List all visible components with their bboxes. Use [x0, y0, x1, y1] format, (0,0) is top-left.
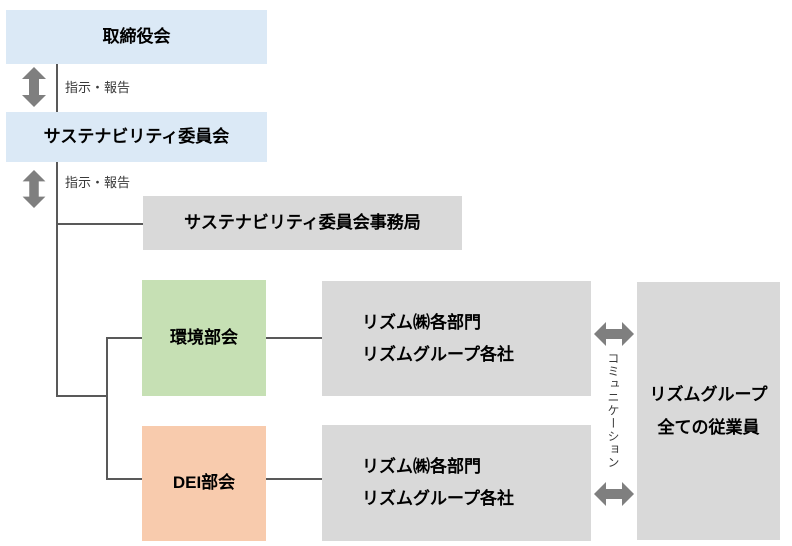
instruction-report-label-top: 指示・報告 [65, 80, 131, 95]
group-departments-top-line2: リズムグループ各社 [362, 344, 514, 364]
all-employees-line1: リズムグループ [649, 385, 768, 404]
secretariat-box: サステナビリティ委員会事務局 [143, 196, 462, 250]
group-departments-bottom-line2: リズムグループ各社 [362, 489, 514, 508]
all-employees-line2: 全ての従業員 [657, 418, 760, 437]
connector-environment-to-group [266, 337, 322, 339]
sustainability-committee-label: サステナビリティ委員会 [43, 126, 230, 146]
environment-subcommittee-box: 環境部会 [142, 280, 266, 396]
connector-bracket-vertical [106, 337, 108, 480]
all-employees-box: リズムグループ 全ての従業員 [637, 282, 780, 540]
group-departments-bottom-line1: リズム㈱各部門 [362, 457, 481, 476]
connector-to-dei [106, 478, 142, 480]
connector-trunk-to-bracket [56, 395, 108, 397]
board-of-directors-box: 取締役会 [6, 10, 267, 64]
connector-to-secretariat [56, 223, 143, 225]
instruction-report-label-bottom: 指示・報告 [65, 175, 131, 190]
group-departments-top-box: リズム㈱各部門 リズムグループ各社 [322, 281, 591, 396]
group-departments-top-line1: リズム㈱各部門 [362, 312, 481, 332]
updown-arrow-icon [22, 170, 46, 208]
connector-dei-to-group [266, 478, 322, 480]
connector-board-to-committee [56, 64, 58, 112]
connector-committee-trunk [56, 162, 58, 397]
updown-arrow-icon [22, 67, 46, 107]
communication-label: コミュニケーション [606, 352, 620, 469]
environment-subcommittee-label: 環境部会 [170, 327, 238, 347]
group-departments-bottom-box: リズム㈱各部門 リズムグループ各社 [322, 425, 591, 541]
board-of-directors-label: 取締役会 [102, 26, 171, 46]
secretariat-label: サステナビリティ委員会事務局 [184, 212, 421, 232]
connector-to-environment [106, 337, 142, 339]
dei-subcommittee-box: DEI部会 [142, 426, 266, 541]
leftright-arrow-icon [594, 482, 634, 506]
leftright-arrow-icon [594, 322, 634, 346]
dei-subcommittee-label: DEI部会 [172, 473, 236, 493]
sustainability-committee-box: サステナビリティ委員会 [6, 112, 267, 162]
